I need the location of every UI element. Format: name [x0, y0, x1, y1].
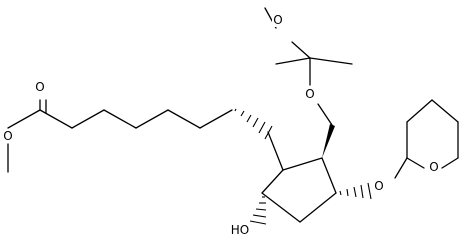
bond-quaternary-methyl-left — [275, 57, 311, 65]
ether-substituent — [264, 7, 353, 86]
atom-o-thp-link: O — [374, 179, 383, 193]
ring-bond-c2-c3 — [321, 157, 337, 194]
hashed-bond-chain-to-ring — [234, 108, 273, 140]
ring-bond-c4-c5 — [261, 192, 301, 223]
ring-bond-c1-c2 — [282, 157, 323, 171]
atom-o-ester: O — [3, 129, 12, 143]
ester-chain — [7, 99, 233, 173]
bond-olink-thp-c — [394, 157, 408, 179]
bond-o-carbonyl-c — [7, 109, 41, 129]
bond-ring-c1-up — [267, 131, 284, 171]
bond-chain-3 — [103, 109, 137, 129]
bond-chain-1 — [39, 109, 73, 129]
bond-chain-2 — [71, 109, 105, 129]
bond-quaternary-methyl-right — [309, 57, 353, 65]
bond-quaternary-o-top — [291, 41, 311, 59]
ring-bond-c5-c1 — [261, 169, 284, 194]
atom-o-side-chain: O — [305, 87, 314, 101]
atom-hydroxyl: HO — [231, 223, 249, 237]
atom-labels: O O O O O O HO — [2, 13, 441, 237]
ring-bond-c3-c4 — [299, 192, 337, 223]
bond-chain-4 — [135, 109, 169, 129]
hashed-bond-ring-to-oh — [249, 196, 267, 225]
thp-bond-2 — [406, 99, 433, 123]
bond-chain-5 — [167, 109, 201, 129]
hashed-bond-ring-to-o — [339, 182, 372, 200]
thp-bond-3 — [431, 99, 459, 123]
tetrahydropyran-ring — [394, 99, 459, 179]
bond-ch2-o-side — [317, 103, 333, 126]
wedge-bond-c2-ch2 — [322, 124, 335, 158]
atom-o-thp-ring: O — [429, 160, 438, 174]
bond-chain-6 — [199, 109, 233, 129]
cyclopentane-ring — [261, 157, 337, 223]
thp-bond-6 — [406, 157, 425, 169]
atom-o-carbonyl: O — [35, 80, 44, 94]
atom-o-ether-top: O — [273, 13, 282, 27]
thp-bond-5 — [441, 157, 459, 169]
